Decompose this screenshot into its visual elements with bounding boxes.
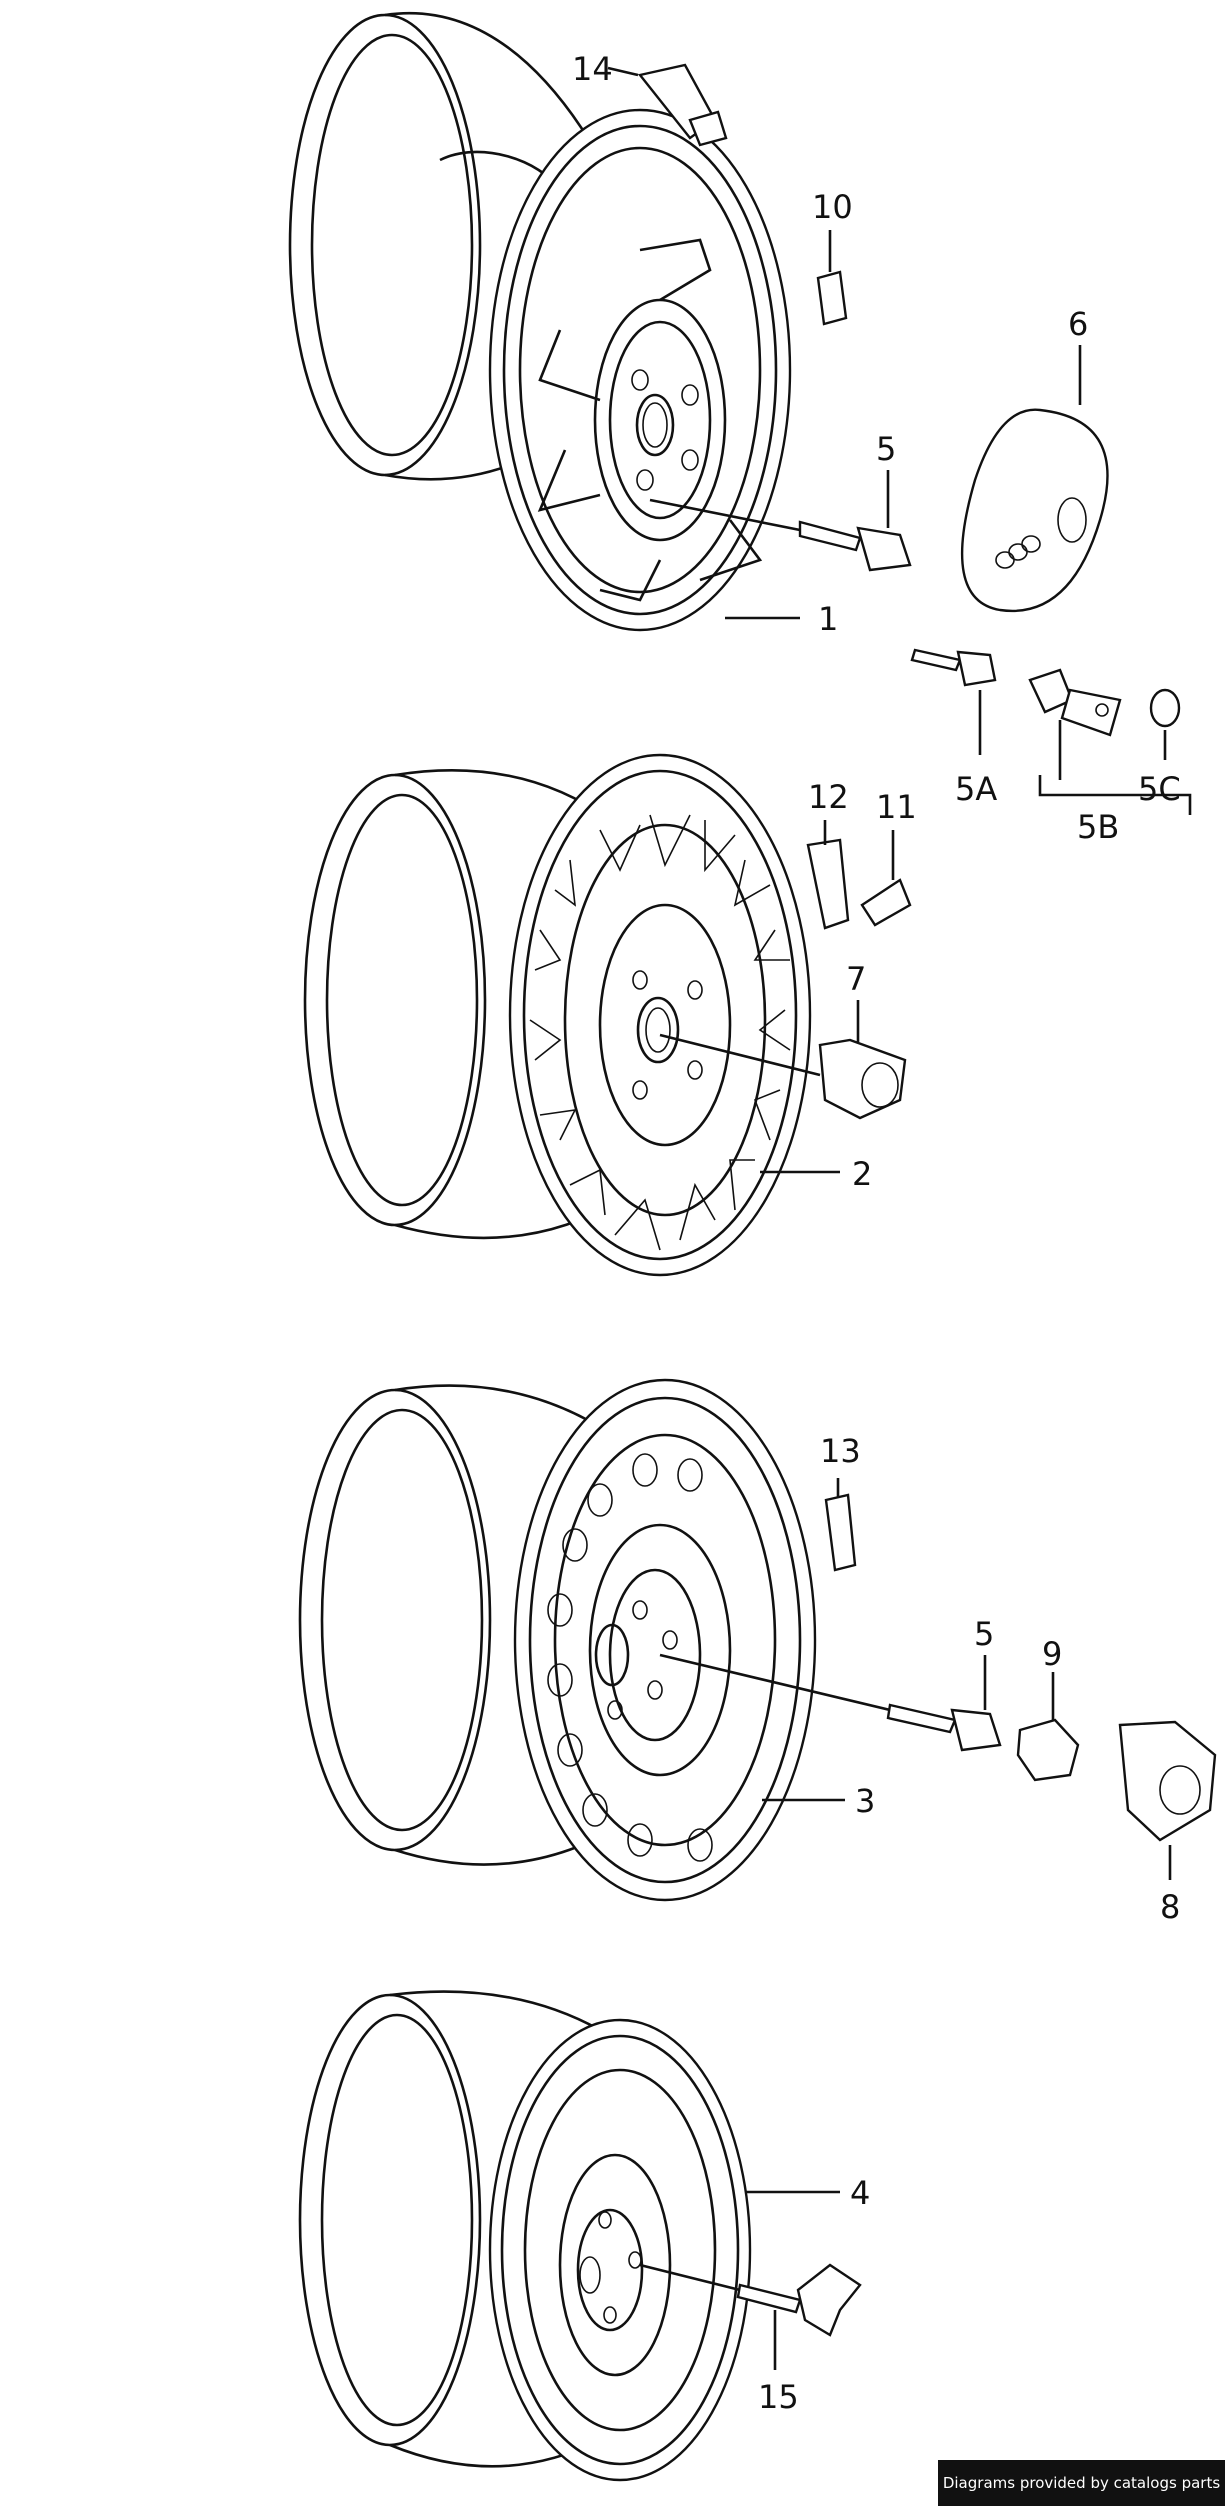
balance-weight-13[interactable] xyxy=(824,1493,857,1572)
wheel-3-steel-rim[interactable] xyxy=(298,1378,817,1902)
callout-14: 14 xyxy=(572,50,613,88)
callout-3: 3 xyxy=(855,1782,875,1820)
callout-12: 12 xyxy=(808,778,849,816)
wheel-1-steel-rim[interactable] xyxy=(288,11,792,632)
leader-lines xyxy=(607,66,1192,2370)
callout-5-middle: 5 xyxy=(974,1615,994,1653)
callout-5a: 5A xyxy=(955,770,997,808)
callout-5b: 5B xyxy=(1077,808,1119,846)
clip-11[interactable] xyxy=(860,878,912,927)
center-cap-7[interactable] xyxy=(659,1033,907,1120)
credit-banner: Diagrams provided by catalogs parts xyxy=(938,2460,1225,2506)
callout-13: 13 xyxy=(820,1432,861,1470)
balance-weight-10[interactable] xyxy=(816,270,848,326)
callout-10: 10 xyxy=(812,188,853,226)
bolt-5a[interactable] xyxy=(910,648,997,687)
wheel-bolt-5-top[interactable] xyxy=(649,498,912,572)
wheel-bolt-5-middle[interactable] xyxy=(659,1653,1002,1752)
callout-15: 15 xyxy=(758,2378,799,2416)
lock-bolt-5b[interactable] xyxy=(1028,668,1122,737)
callout-6: 6 xyxy=(1068,305,1088,343)
hub-cap-8[interactable] xyxy=(1118,1720,1217,1842)
callout-2: 2 xyxy=(852,1155,872,1193)
callout-7: 7 xyxy=(846,960,866,998)
wheel-4-spare-rim[interactable] xyxy=(298,1990,752,2482)
callout-8: 8 xyxy=(1160,1888,1180,1926)
nut-cap-9[interactable] xyxy=(1016,1718,1080,1782)
wheel-2-alloy-rim[interactable] xyxy=(303,753,812,1277)
callout-4: 4 xyxy=(850,2174,870,2212)
callout-11: 11 xyxy=(876,788,917,826)
cap-5c[interactable] xyxy=(1149,688,1181,728)
clip-12[interactable] xyxy=(806,838,850,930)
hubcap-6[interactable] xyxy=(960,408,1109,613)
valve-part-14[interactable] xyxy=(637,63,728,147)
callout-9: 9 xyxy=(1042,1635,1062,1673)
wing-bolt-15[interactable] xyxy=(639,2263,862,2337)
callout-5-top: 5 xyxy=(876,430,896,468)
callout-5c: 5C xyxy=(1138,770,1181,808)
callout-1: 1 xyxy=(818,600,838,638)
